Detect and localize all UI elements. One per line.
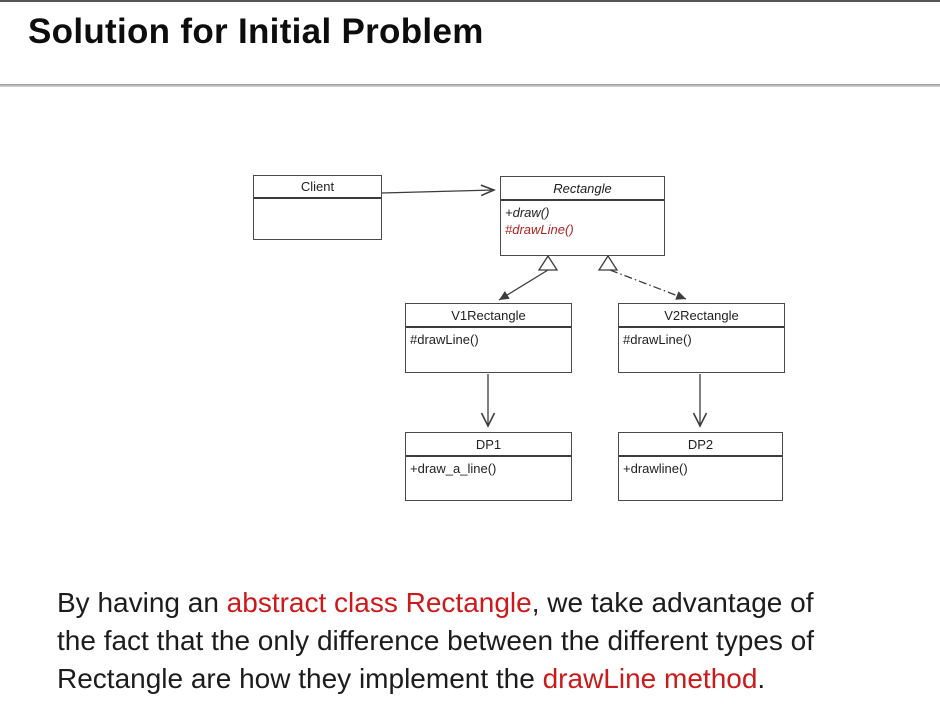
uml-method: +draw_a_line() [410, 461, 497, 476]
uml-method: #drawLine() [410, 332, 479, 347]
uml-methods: +draw_a_line() [406, 457, 571, 480]
highlighted-text-drawline-method: drawLine method [542, 663, 758, 694]
uml-method: #drawLine() [505, 222, 574, 237]
uml-methods: +drawline() [619, 457, 782, 480]
generalization-line-v1-rectangle [498, 269, 549, 301]
uml-methods: #drawLine() [406, 328, 571, 351]
uml-class-v1rectangle: V1Rectangle #drawLine() [405, 303, 572, 373]
text-segment: By having an [57, 587, 227, 618]
uml-class-dp1: DP1 +draw_a_line() [405, 432, 572, 501]
uml-class-name: DP1 [406, 433, 571, 457]
text-segment: the fact that the only difference betwee… [57, 625, 815, 656]
uml-method: +drawline() [623, 461, 688, 476]
generalization-triangle-left [537, 254, 559, 271]
association-arrow-client-rectangle [381, 190, 494, 193]
body-paragraph: By having an abstract class Rectangle, w… [57, 584, 814, 698]
uml-method: +draw() [505, 205, 550, 220]
title-divider [0, 84, 940, 87]
page-title: Solution for Initial Problem [28, 12, 484, 51]
uml-class-name: Rectangle [501, 177, 664, 201]
uml-class-dp2: DP2 +drawline() [618, 432, 783, 501]
text-segment: , we take advantage of [531, 587, 814, 618]
highlighted-text-abstract-class-rectangle: abstract class Rectangle [226, 587, 532, 618]
uml-methods-empty [254, 199, 381, 205]
paragraph-line-1: By having an abstract class Rectangle, w… [57, 584, 814, 622]
uml-class-name: Client [254, 176, 381, 199]
uml-class-v2rectangle: V2Rectangle #drawLine() [618, 303, 785, 373]
generalization-line-v2-rectangle [609, 269, 687, 300]
generalization-triangle-right [597, 254, 619, 271]
uml-class-name: DP2 [619, 433, 782, 457]
uml-class-client: Client [253, 175, 382, 240]
window-top-edge [0, 0, 940, 2]
paragraph-line-2: the fact that the only difference betwee… [57, 622, 814, 660]
uml-methods: +draw() #drawLine() [501, 201, 664, 241]
uml-class-rectangle: Rectangle +draw() #drawLine() [500, 176, 665, 256]
text-segment: Rectangle are how they implement the [57, 663, 543, 694]
uml-methods: #drawLine() [619, 328, 784, 351]
paragraph-line-3: Rectangle are how they implement the dra… [57, 660, 814, 698]
uml-method: #drawLine() [623, 332, 692, 347]
uml-class-name: V1Rectangle [406, 304, 571, 328]
text-segment: . [757, 663, 766, 694]
uml-class-name: V2Rectangle [619, 304, 784, 328]
